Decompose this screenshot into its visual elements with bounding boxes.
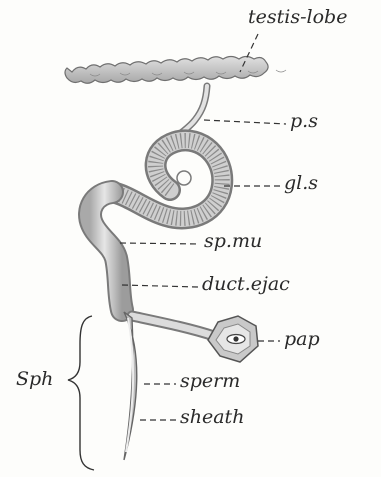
label-gls: gl.s <box>284 174 318 193</box>
leader-duct-ejac <box>122 285 198 287</box>
papilla-shape <box>208 316 258 362</box>
sph-brace <box>68 316 94 470</box>
label-pap: pap <box>284 330 320 349</box>
leader-ps <box>204 120 286 124</box>
label-sph: Sph <box>16 370 53 389</box>
gls-coil-shape <box>112 140 222 218</box>
sheath-horn-shape <box>124 312 137 460</box>
label-testis-lobe: testis-lobe <box>248 8 347 27</box>
label-sperm: sperm <box>180 372 240 391</box>
label-sheath: sheath <box>180 408 244 427</box>
label-sp-mu: sp.mu <box>204 232 262 251</box>
label-ps: p.s <box>290 112 318 131</box>
label-duct-ejac: duct.ejac <box>202 275 290 294</box>
testis-lobe-shape <box>65 57 286 84</box>
leader-sp-mu <box>120 243 200 244</box>
